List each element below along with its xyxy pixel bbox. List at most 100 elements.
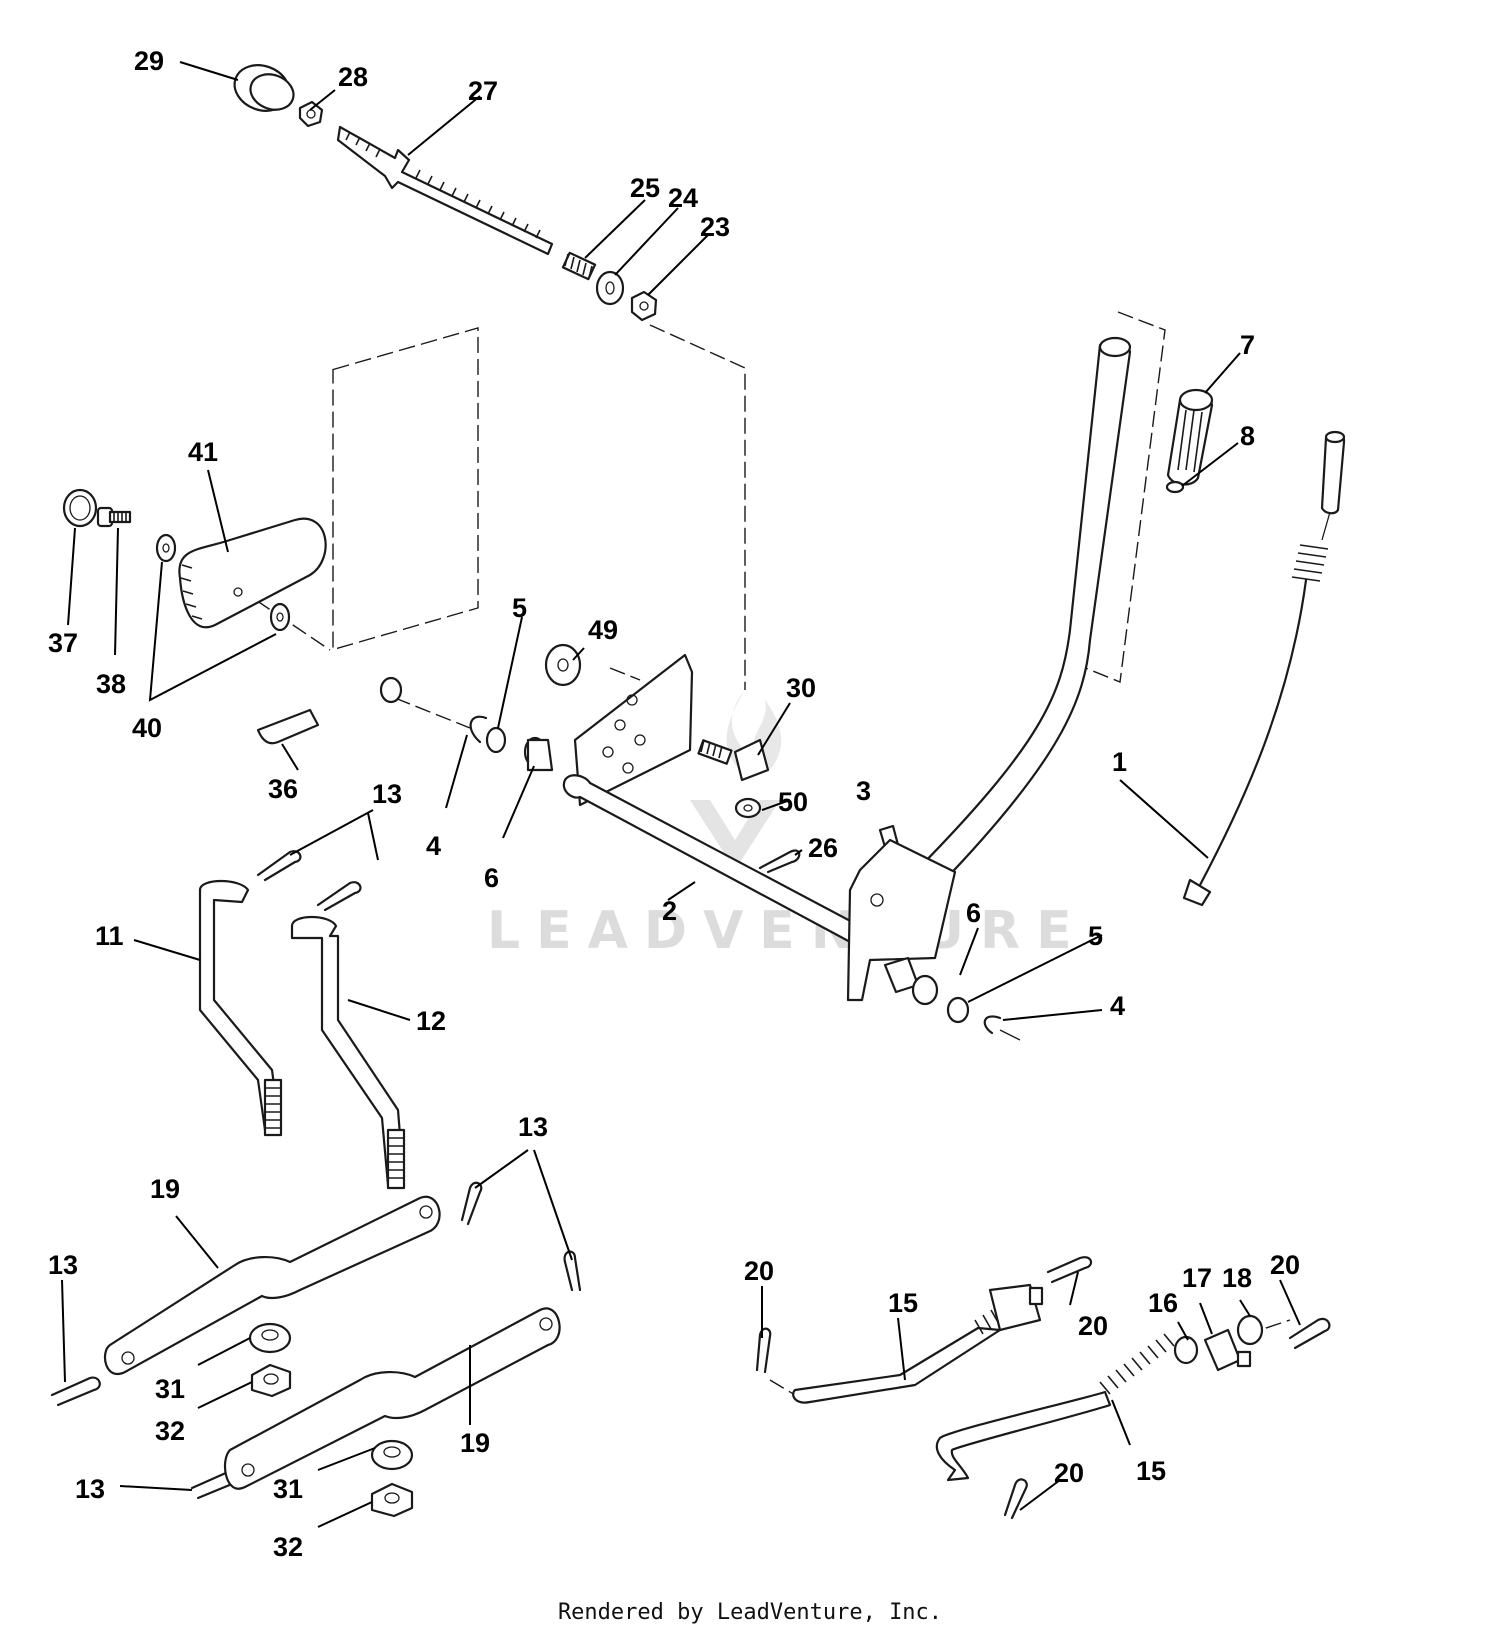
- lift-lever[interactable]: [846, 336, 1132, 1002]
- callout-20a[interactable]: 20: [744, 1256, 774, 1286]
- hairpin-13-left[interactable]: [50, 1376, 101, 1407]
- cable-1[interactable]: [1182, 430, 1346, 907]
- bushing-31-upper[interactable]: [248, 1322, 292, 1354]
- nut-16[interactable]: [1173, 1335, 1199, 1365]
- callout-12[interactable]: 12: [416, 1006, 446, 1036]
- callout-5b[interactable]: 5: [1088, 921, 1103, 951]
- callout-15a[interactable]: 15: [888, 1288, 918, 1318]
- callout-4b[interactable]: 4: [1110, 991, 1125, 1021]
- knob-29[interactable]: [228, 58, 298, 118]
- callout-8[interactable]: 8: [1240, 421, 1255, 451]
- callout-40[interactable]: 40: [132, 713, 162, 743]
- callout-13c[interactable]: 13: [48, 1250, 78, 1280]
- hairpin-20-bottom[interactable]: [1003, 1478, 1028, 1520]
- pivot-30[interactable]: [697, 738, 770, 782]
- callout-24[interactable]: 24: [668, 183, 698, 213]
- callout-13b[interactable]: 13: [518, 1112, 548, 1142]
- callout-16[interactable]: 16: [1148, 1288, 1178, 1318]
- callout-4a[interactable]: 4: [426, 831, 441, 861]
- lift-rod-11[interactable]: [198, 880, 283, 1137]
- callout-49[interactable]: 49: [588, 615, 618, 645]
- callout-19a[interactable]: 19: [150, 1174, 180, 1204]
- hairpin-13-middle[interactable]: [460, 1181, 582, 1292]
- nut-32-upper[interactable]: [250, 1363, 292, 1398]
- clip-4-left[interactable]: [469, 715, 488, 744]
- callout-27[interactable]: 27: [468, 76, 498, 106]
- hairpin-13-upper[interactable]: [256, 850, 362, 912]
- callout-38[interactable]: 38: [96, 669, 126, 699]
- leader-lines: [61, 61, 1301, 1528]
- callout-2[interactable]: 2: [662, 896, 677, 926]
- callout-13a[interactable]: 13: [372, 779, 402, 809]
- nut-23[interactable]: [630, 290, 658, 322]
- callout-29[interactable]: 29: [134, 46, 164, 76]
- panel-bushing: [379, 676, 403, 704]
- clip-4-right[interactable]: [983, 1015, 1021, 1041]
- rod-15-lower[interactable]: [935, 1333, 1175, 1482]
- washer-24[interactable]: [595, 270, 625, 306]
- block-17[interactable]: [1203, 1328, 1252, 1372]
- callout-50[interactable]: 50: [778, 787, 808, 817]
- cotter-26[interactable]: [758, 849, 801, 874]
- callout-32a[interactable]: 32: [155, 1416, 185, 1446]
- bushing-6-right[interactable]: [883, 956, 939, 1006]
- footer-credit: Rendered by LeadVenture, Inc.: [557, 1600, 943, 1625]
- callout-3[interactable]: 3: [856, 776, 871, 806]
- assembly-lines: [237, 311, 1291, 1399]
- nut-32-lower[interactable]: [370, 1482, 414, 1518]
- callout-13d[interactable]: 13: [75, 1474, 105, 1504]
- hairpin-20-left[interactable]: [755, 1327, 772, 1374]
- callout-1[interactable]: 1: [1112, 747, 1127, 777]
- ring-37[interactable]: [62, 488, 98, 528]
- callout-41[interactable]: 41: [188, 437, 218, 467]
- link-19-upper[interactable]: [103, 1195, 441, 1376]
- washer-40-right[interactable]: [269, 602, 291, 632]
- lift-rod-12[interactable]: [290, 915, 406, 1190]
- washer-5-right[interactable]: [946, 996, 970, 1024]
- screw-38[interactable]: [96, 506, 132, 528]
- callout-37[interactable]: 37: [48, 628, 78, 658]
- callout-28[interactable]: 28: [338, 62, 368, 92]
- callout-5a[interactable]: 5: [512, 593, 527, 623]
- rod-15-upper[interactable]: [792, 1283, 1044, 1404]
- callout-36[interactable]: 36: [268, 774, 298, 804]
- washer-5-left[interactable]: [485, 726, 507, 754]
- spring-25[interactable]: [561, 251, 597, 281]
- nut-28[interactable]: [298, 100, 324, 128]
- ring-8[interactable]: [1165, 480, 1185, 494]
- bushing-31-lower[interactable]: [370, 1439, 414, 1471]
- callout-19b[interactable]: 19: [460, 1428, 490, 1458]
- hairpin-20-top[interactable]: [1046, 1256, 1093, 1284]
- callout-31b[interactable]: 31: [273, 1474, 303, 1504]
- hairpin-20-right[interactable]: [1288, 1317, 1331, 1350]
- bolt-49[interactable]: [544, 643, 582, 687]
- callout-30[interactable]: 30: [786, 673, 816, 703]
- callout-26[interactable]: 26: [808, 833, 838, 863]
- callout-20b[interactable]: 20: [1078, 1311, 1108, 1341]
- callout-18[interactable]: 18: [1222, 1263, 1252, 1293]
- callout-7[interactable]: 7: [1240, 330, 1255, 360]
- callout-6b[interactable]: 6: [966, 898, 981, 928]
- nut-18[interactable]: [1236, 1314, 1264, 1346]
- parts-diagram: LEADVENTURE: [48, 46, 1346, 1562]
- callout-31a[interactable]: 31: [155, 1374, 185, 1404]
- callout-20d[interactable]: 20: [1054, 1458, 1084, 1488]
- callouts: 29 28 27 25 24 23 41 37 38 40 36 7 8 1 4…: [48, 46, 1300, 1562]
- adjust-knob-41[interactable]: [178, 517, 327, 629]
- bushing-6-left[interactable]: [523, 736, 554, 772]
- callout-32b[interactable]: 32: [273, 1532, 303, 1562]
- watermark: LEADVENTURE: [487, 690, 1072, 961]
- washer-40-left[interactable]: [155, 533, 177, 563]
- callout-20c[interactable]: 20: [1270, 1250, 1300, 1280]
- callout-11[interactable]: 11: [95, 921, 124, 951]
- callout-25[interactable]: 25: [630, 173, 660, 203]
- washer-50[interactable]: [734, 797, 762, 819]
- bracket-36[interactable]: [256, 708, 320, 745]
- callout-17[interactable]: 17: [1182, 1263, 1212, 1293]
- callout-23[interactable]: 23: [700, 212, 730, 242]
- callout-6a[interactable]: 6: [484, 863, 499, 893]
- grip-7[interactable]: [1166, 388, 1214, 486]
- threaded-rod-27[interactable]: [336, 125, 554, 256]
- callout-15b[interactable]: 15: [1136, 1456, 1166, 1486]
- link-19-lower[interactable]: [223, 1307, 561, 1490]
